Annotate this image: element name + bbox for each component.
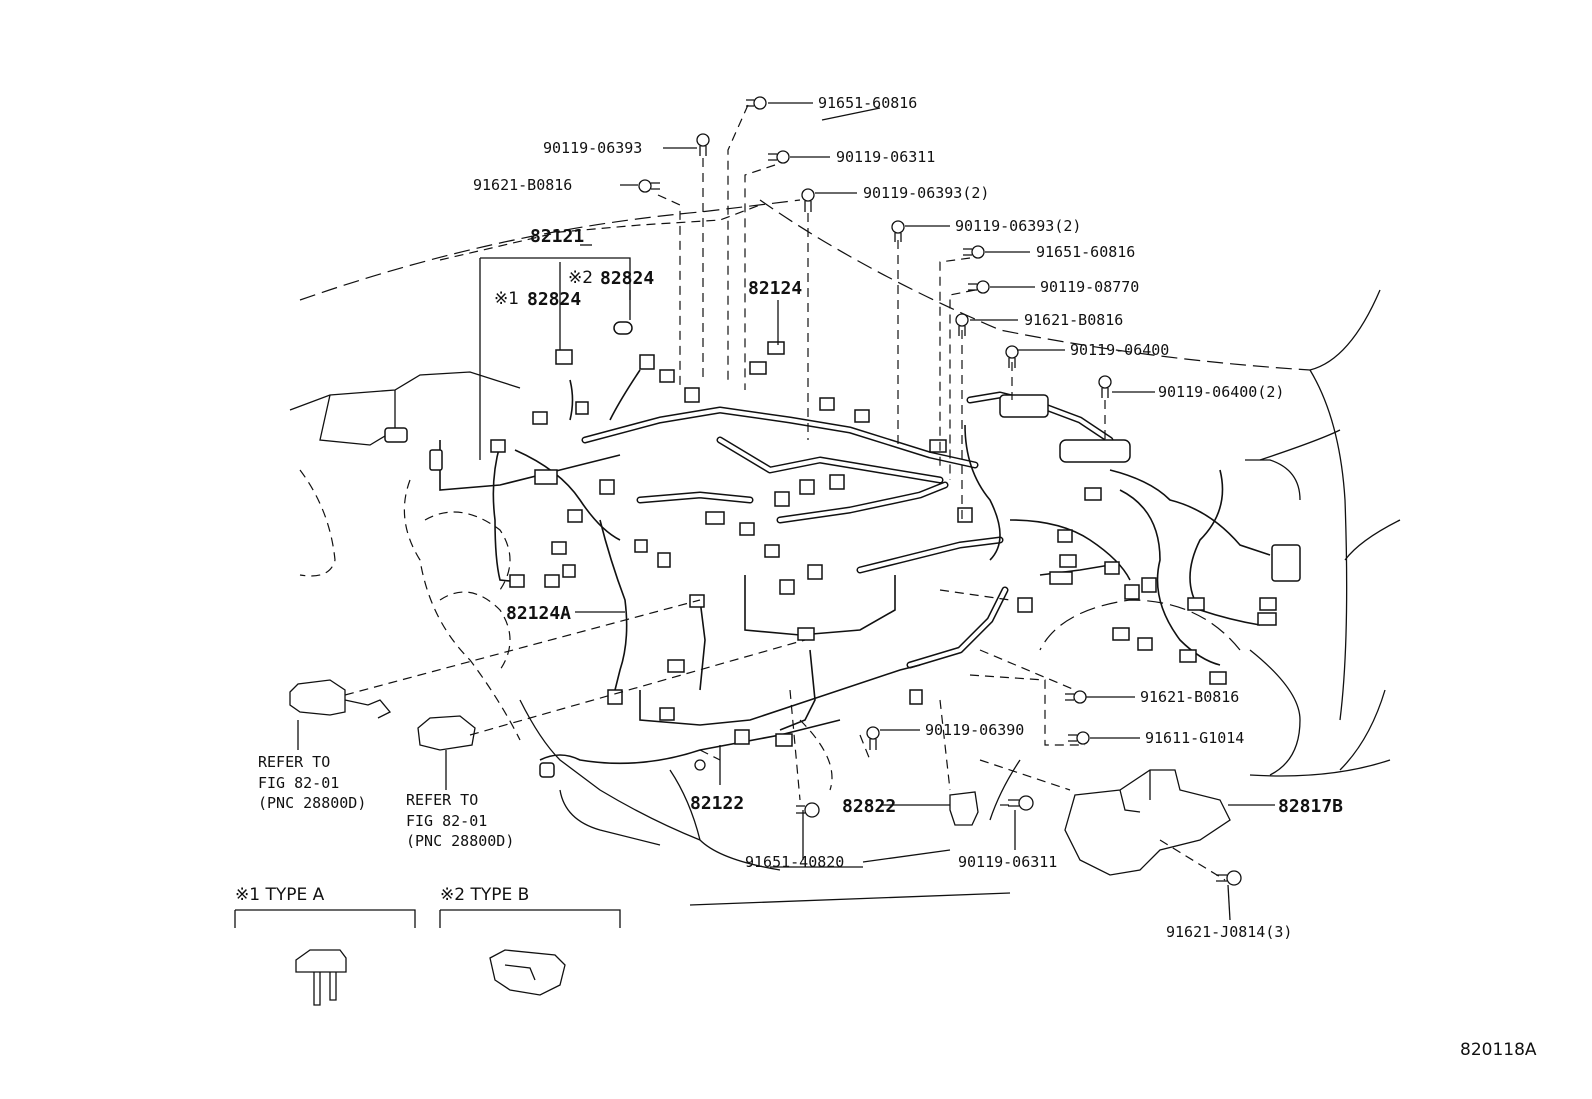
- callout-label: 91621-B0816: [1140, 688, 1239, 706]
- dashed-guides: [344, 104, 1226, 881]
- bolt-icon: [866, 726, 880, 750]
- part-label-82822: 82822: [842, 796, 896, 817]
- bolt-icon: [638, 179, 660, 193]
- callout-label: 91621-J0814(3): [1166, 923, 1292, 941]
- callout-label: 90119-06400(2): [1158, 383, 1284, 401]
- callout-label: 91651-60816: [818, 94, 917, 112]
- refer-note-1-line3: (PNC 28800D): [258, 794, 366, 812]
- legend: ※1 TYPE A ※2 TYPE B: [235, 885, 529, 905]
- callout-label: 91651-40820: [745, 853, 844, 871]
- refer-note-2-line2: FIG 82-01: [406, 812, 487, 830]
- legend-type-b: ※2 TYPE B: [440, 885, 529, 905]
- part-label-82124: 82124: [748, 278, 802, 299]
- callout-label: 91621-B0816: [1024, 311, 1123, 329]
- bolt-icon: [796, 802, 820, 818]
- callouts: 91651-60816 90119-06393 90119-06311 9162…: [473, 94, 1292, 941]
- bolt-icon: [891, 220, 905, 242]
- leaders: [234, 102, 1275, 928]
- engine-outline: [289, 199, 1401, 906]
- bolt-icon: [694, 759, 706, 771]
- type-mark-2: ※2: [568, 268, 593, 288]
- bolt-icon: [1065, 690, 1087, 704]
- bolt-icon: [801, 188, 815, 212]
- callout-label: 90119-06393: [543, 139, 642, 157]
- callout-label: 90119-06393(2): [955, 217, 1081, 235]
- bolt-icon: [1098, 375, 1112, 398]
- callout-label: 91651-60816: [1036, 243, 1135, 261]
- part-label-82824-type-a: 82824: [527, 289, 581, 310]
- bolt-icon: [768, 150, 790, 164]
- part-label-82824-type-b: 82824: [600, 268, 654, 289]
- bolt-icon: [1068, 731, 1090, 745]
- protector-covers: [289, 679, 476, 751]
- callout-label: 90119-06390: [925, 721, 1024, 739]
- legend-type-a: ※1 TYPE A: [235, 885, 325, 905]
- bolt-icon: [1008, 795, 1034, 811]
- callout-label: 90119-06400: [1070, 341, 1169, 359]
- bolt-icon: [1005, 345, 1019, 368]
- bolt-icon: [696, 133, 710, 156]
- part-label-82817B: 82817B: [1278, 796, 1343, 817]
- part-label-82124A: 82124A: [506, 603, 571, 624]
- callout-label: 90119-06393(2): [863, 184, 989, 202]
- type-b-icon: [489, 949, 566, 996]
- bracket-82817B-shape: [1064, 769, 1231, 876]
- refer-note-1-line2: FIG 82-01: [258, 774, 339, 792]
- bolt-icon: [968, 280, 990, 294]
- callout-label: 91621-B0816: [473, 176, 572, 194]
- callout-label: 90119-06311: [836, 148, 935, 166]
- bolt-icon: [746, 96, 767, 110]
- bolts: [638, 96, 1242, 886]
- part-label-82122: 82122: [690, 793, 744, 814]
- refer-note-1-line1: REFER TO: [258, 753, 330, 771]
- bolt-icon: [955, 313, 969, 336]
- callout-label: 91611-G1014: [1145, 729, 1244, 747]
- callout-label: 90119-06311: [958, 853, 1057, 871]
- refer-note-2-line3: (PNC 28800D): [406, 832, 514, 850]
- bracket-82822-shape: [949, 791, 979, 826]
- bolt-icon: [1216, 870, 1242, 886]
- reference-notes: REFER TO FIG 82-01 (PNC 28800D) REFER TO…: [258, 753, 514, 850]
- bolt-icon: [963, 245, 985, 259]
- type-mark-1: ※1: [494, 289, 519, 309]
- type-a-icon: [295, 949, 347, 1006]
- part-label-82121: 82121: [530, 226, 584, 247]
- figure-id: 820118A: [1460, 1040, 1537, 1060]
- refer-note-2-line1: REFER TO: [406, 791, 478, 809]
- callout-label: 90119-08770: [1040, 278, 1139, 296]
- part-labels: 82121 ※2 82824 ※1 82824 82124 82124A 821…: [494, 226, 1343, 817]
